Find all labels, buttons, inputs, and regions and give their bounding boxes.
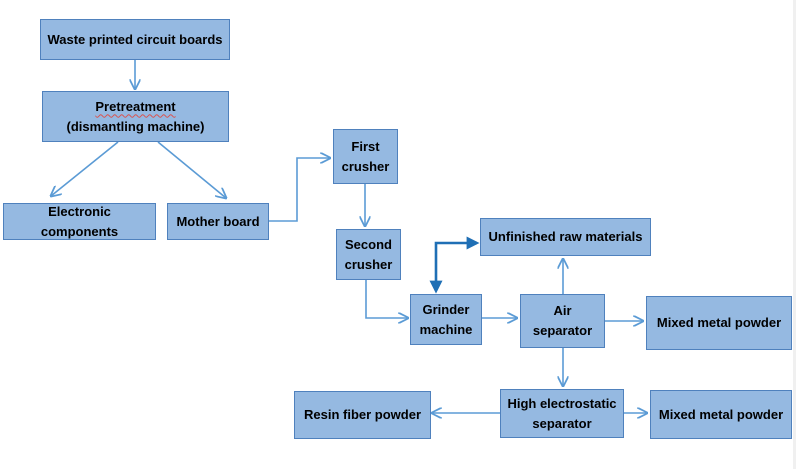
node-label: First crusher xyxy=(341,138,390,174)
node-label: Second crusher xyxy=(344,236,393,272)
node-mixed-metal-powder-1: Mixed metal powder xyxy=(646,296,792,350)
arrow-pretreatment-to-mother xyxy=(157,141,226,198)
node-second-crusher: Second crusher xyxy=(336,229,401,280)
node-label: Mixed metal powder xyxy=(658,406,784,422)
node-label: Pretreatment xyxy=(95,98,176,114)
node-pretreatment: Pretreatment (dismantling machine) xyxy=(42,91,229,142)
node-label: Electronic components xyxy=(40,203,119,239)
node-unfinished-raw-materials: Unfinished raw materials xyxy=(480,218,651,256)
node-label: Air separator xyxy=(532,303,593,338)
node-mixed-metal-powder-2: Mixed metal powder xyxy=(650,390,792,439)
node-label: Mother board xyxy=(176,213,260,229)
node-label: High electrostatic separator xyxy=(507,395,617,431)
node-label: Waste printed circuit boards xyxy=(47,31,223,47)
arrow-grinder-unfinished-bidirectional xyxy=(429,236,480,294)
node-grinder-machine: Grinder machine xyxy=(410,294,482,345)
node-electronic-components: Electronic components xyxy=(3,203,156,240)
node-resin-fiber-powder: Resin fiber powder xyxy=(294,391,431,439)
arrow-pretreatment-to-electronic xyxy=(51,141,119,196)
node-label: Mixed metal powder xyxy=(656,315,782,330)
node-air-separator: Air separator xyxy=(520,294,605,348)
node-label: Grinder machine xyxy=(419,301,473,337)
node-sublabel: (dismantling machine) xyxy=(66,118,205,134)
node-label: Resin fiber powder xyxy=(303,407,422,422)
arrow-mother-to-first-crusher xyxy=(269,158,330,222)
node-waste-printed-circuit-boards: Waste printed circuit boards xyxy=(40,19,230,60)
window-edge xyxy=(793,0,796,469)
arrow-second-crusher-to-grinder xyxy=(365,280,408,318)
node-first-crusher: First crusher xyxy=(333,129,398,184)
node-mother-board: Mother board xyxy=(167,203,269,240)
node-label: Unfinished raw materials xyxy=(488,229,643,244)
node-high-electrostatic-separator: High electrostatic separator xyxy=(500,389,624,438)
